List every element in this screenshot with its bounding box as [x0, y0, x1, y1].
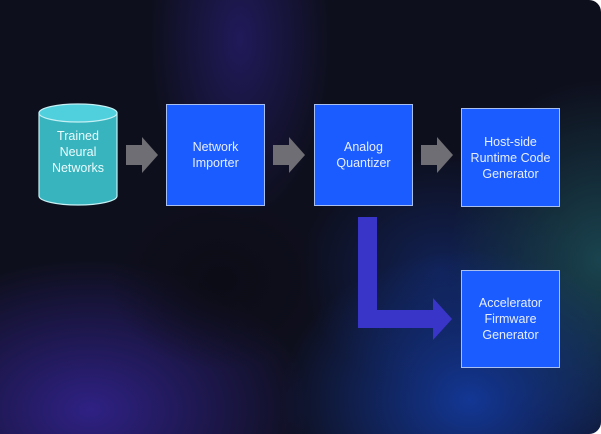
cylinder-body — [38, 112, 118, 206]
node-accelerator-firmware-generator-label: Accelerator Firmware Generator — [478, 296, 543, 342]
elbow-arrow-icon-quantizer-to-accelerator — [358, 217, 452, 340]
node-network-importer: Network Importer — [166, 104, 265, 206]
arrow-icon-importer-to-quantizer — [273, 137, 305, 173]
node-accelerator-firmware-generator: Accelerator Firmware Generator — [461, 270, 560, 368]
cylinder-top — [38, 103, 118, 123]
node-trained-neural-networks-label: Trained Neural Networks — [51, 129, 105, 175]
node-host-side-runtime-code-generator: Host-side Runtime Code Generator — [461, 108, 560, 207]
node-analog-quantizer: Analog Quantizer — [314, 104, 413, 206]
node-host-side-runtime-code-generator-label: Host-side Runtime Code Generator — [470, 134, 551, 181]
node-analog-quantizer-label: Analog Quantizer — [336, 140, 391, 170]
database-cylinder-icon — [38, 103, 118, 206]
arrow-icon-networks-to-importer — [126, 137, 158, 173]
node-network-importer-label: Network Importer — [192, 140, 239, 170]
arrow-icon-quantizer-to-host — [421, 137, 453, 173]
